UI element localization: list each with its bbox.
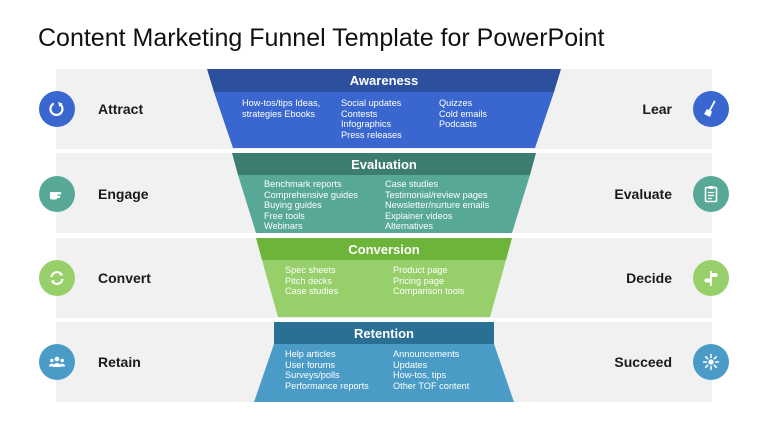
list-item: Social updates — [341, 98, 402, 108]
list-item: Buying guides — [264, 200, 322, 210]
awareness-header-shape — [207, 69, 561, 92]
evaluation-column-1: Benchmark reports Comprehensive guides B… — [264, 179, 358, 232]
list-item: Pitch decks — [285, 275, 332, 286]
list-item: Surveys/polls — [285, 370, 340, 380]
left-label-attract: Attract — [98, 101, 144, 117]
list-item: Pricing page — [393, 275, 445, 286]
right-label-decide: Decide — [626, 270, 672, 286]
list-item: Explainer videos — [385, 210, 453, 221]
stage-title-retention: Retention — [354, 326, 414, 341]
list-item: Cold emails — [439, 108, 487, 119]
list-item: Comprehensive guides — [264, 189, 358, 200]
list-item: Testimonial/review pages — [385, 189, 488, 200]
evaluation-body-shape — [238, 175, 530, 233]
list-item: Webinars — [264, 221, 303, 231]
list-item: Updates — [393, 359, 428, 370]
retention-column-2: Announcements Updates How-tos, tips Othe… — [393, 349, 469, 391]
evaluation-header-shape — [232, 153, 536, 175]
refresh-arrow-icon — [39, 91, 75, 127]
conversion-column-2: Product page Pricing page Comparison too… — [393, 265, 465, 297]
list-item: Product page — [393, 265, 448, 275]
list-item: Contests — [341, 108, 378, 119]
retention-column-1: Help articles User forums Surveys/polls … — [285, 349, 369, 391]
conversion-column-1: Spec sheets Pitch decks Case studies — [285, 265, 338, 297]
list-item: Free tools — [264, 210, 305, 221]
right-label-evaluate: Evaluate — [614, 186, 672, 202]
list-item: strategies Ebooks — [242, 108, 316, 119]
retention-header-shape — [274, 322, 494, 344]
list-item: Announcements — [393, 349, 460, 359]
list-item: Case studies — [285, 286, 339, 296]
list-item: How-tos, tips — [393, 370, 447, 380]
list-item: Case studies — [385, 179, 439, 189]
list-item: How-tos/tips Ideas, — [242, 98, 321, 108]
conversion-body-shape — [262, 260, 506, 317]
broom-icon — [693, 91, 729, 127]
clipboard-icon — [693, 176, 729, 212]
evaluation-column-2: Case studies Testimonial/review pages Ne… — [385, 179, 489, 232]
list-item: User forums — [285, 359, 336, 370]
right-label-lear: Lear — [642, 101, 672, 117]
list-item: Podcasts — [439, 119, 477, 129]
right-label-succeed: Succeed — [614, 354, 672, 370]
awareness-column-1: How-tos/tips Ideas, strategies Ebooks — [242, 98, 320, 119]
awareness-body-shape — [214, 92, 554, 148]
people-group-icon — [39, 344, 75, 380]
cycle-arrows-icon — [39, 260, 75, 296]
list-item: Quizzes — [439, 98, 473, 108]
list-item: Newsletter/nurture emails — [385, 200, 490, 210]
list-item: Infographics — [341, 119, 392, 129]
list-item: Alternatives — [385, 221, 434, 231]
stage-title-conversion: Conversion — [348, 242, 420, 257]
stage-title-awareness: Awareness — [349, 73, 419, 88]
awareness-column-2: Social updates Contests Infographics Pre… — [341, 98, 402, 140]
list-item: Benchmark reports — [264, 179, 342, 189]
left-label-convert: Convert — [98, 270, 151, 286]
page-title: Content Marketing Funnel Template for Po… — [38, 24, 605, 52]
list-item: Help articles — [285, 349, 336, 359]
conversion-header-shape — [256, 238, 512, 260]
retention-body-shape — [254, 344, 514, 402]
list-item: Performance reports — [285, 380, 369, 391]
signpost-icon — [693, 260, 729, 296]
awareness-column-3: Quizzes Cold emails Podcasts — [439, 98, 487, 130]
list-item: Comparison tools — [393, 286, 465, 296]
pointing-hand-icon — [39, 176, 75, 212]
stage-title-evaluation: Evaluation — [351, 157, 417, 172]
list-item: Press releases — [341, 129, 402, 140]
list-item: Spec sheets — [285, 265, 336, 275]
sparkle-icon — [693, 344, 729, 380]
left-label-retain: Retain — [98, 354, 141, 370]
list-item: Other TOF content — [393, 380, 470, 391]
left-label-engage: Engage — [98, 186, 149, 202]
